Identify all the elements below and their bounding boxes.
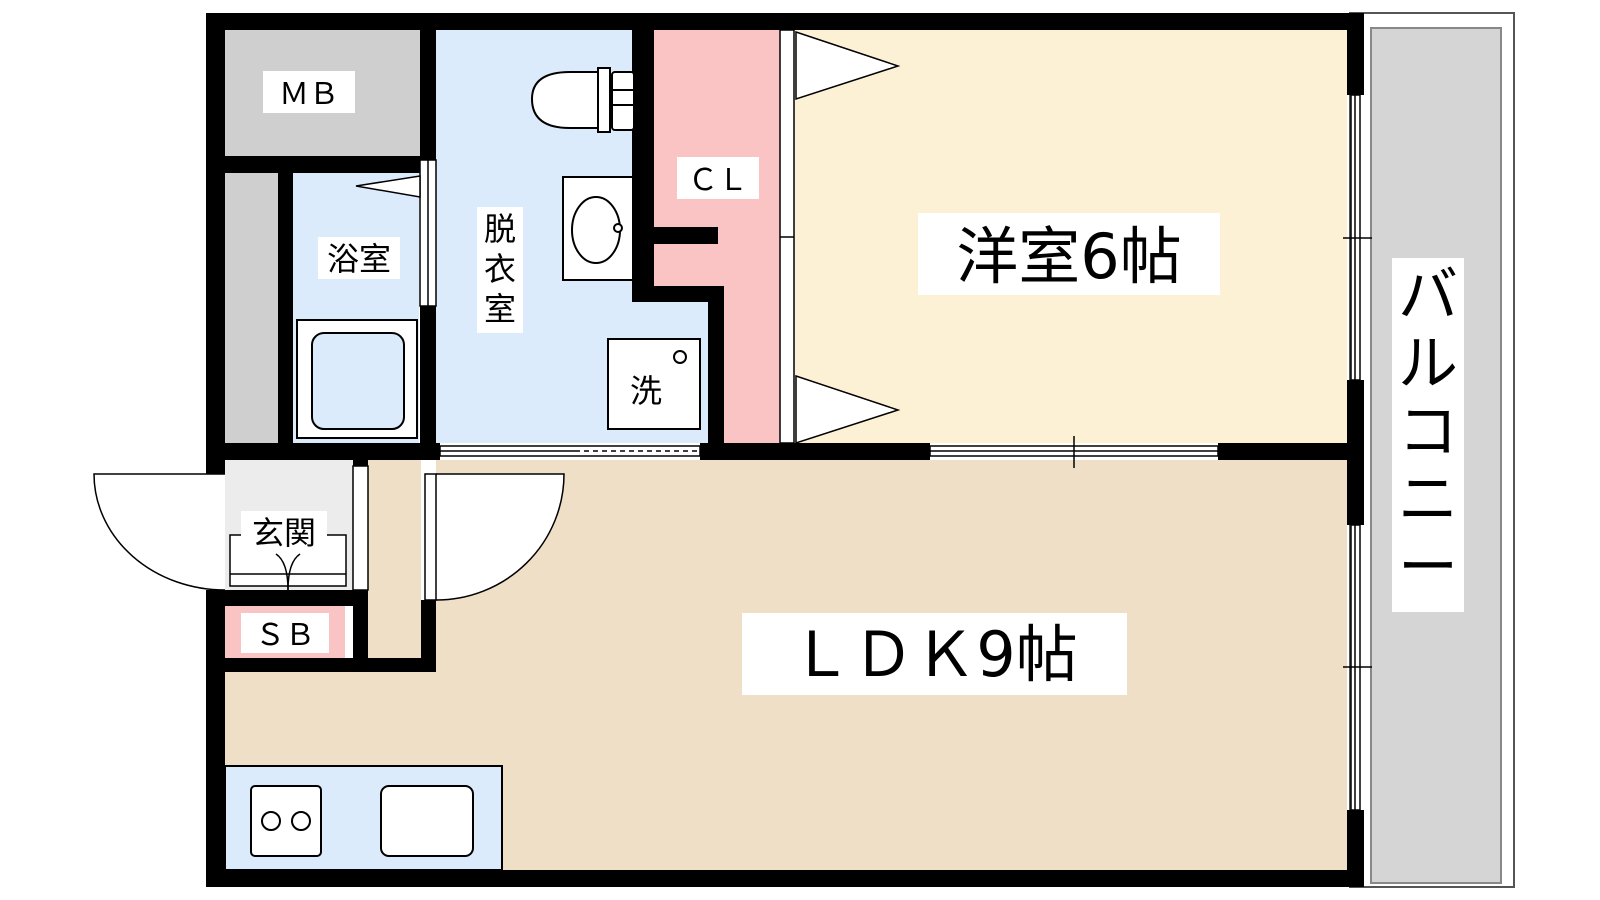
kitchen-sink-icon — [380, 785, 474, 857]
balcony-label-2: ル — [1398, 329, 1458, 399]
label-backgrounds — [241, 71, 1464, 695]
entrance-door-swings — [93, 465, 565, 601]
toilet-icon — [530, 67, 635, 133]
wash-basin-icon — [562, 176, 634, 281]
stove-icon — [250, 785, 322, 857]
closet-door-swings — [355, 30, 901, 445]
bathroom-label: 浴室 — [327, 240, 391, 278]
washer-label: 洗 — [630, 372, 662, 410]
closet-label: ＣＬ — [688, 163, 748, 198]
dressing-room-label-2: 衣 — [484, 250, 516, 288]
western-room-label: 洋室6帖 — [956, 220, 1181, 293]
balcony-label-4: ニ — [1398, 465, 1458, 535]
dressing-room-label-3: 室 — [484, 290, 516, 328]
balcony-label-1: バ — [1398, 261, 1458, 331]
mb-label: ＭＢ — [279, 77, 339, 112]
sliding-doors — [419, 29, 1219, 468]
balcony-label-5: ー — [1398, 533, 1458, 603]
dressing-room-label-1: 脱 — [484, 210, 516, 248]
windows — [1343, 94, 1372, 811]
entrance-label: 玄関 — [252, 514, 316, 552]
shoe-box-label: ＳＢ — [255, 618, 315, 653]
bathtub-icon — [296, 319, 418, 439]
corridor-area — [368, 460, 421, 660]
ldk-label: ＬＤＫ9帖 — [790, 618, 1077, 691]
balcony-label-3: コ — [1398, 397, 1458, 467]
pipe-space-area — [225, 173, 278, 443]
